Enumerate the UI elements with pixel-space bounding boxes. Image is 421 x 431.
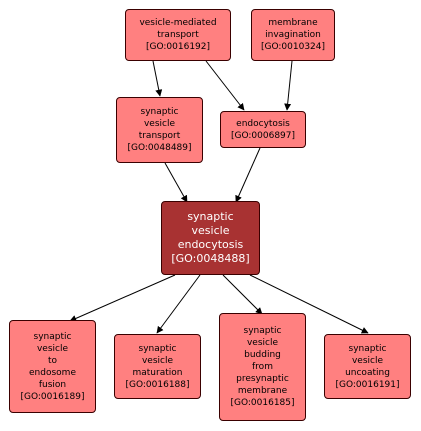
node-go-id: [GO:0016185] [230, 398, 295, 408]
node-label-line: membrane [237, 386, 288, 396]
node-synaptic-vesicle-to-endosome-fusion[interactable]: synaptic vesicle to endosome fusion [GO:… [9, 320, 96, 413]
node-label-line: endosome [29, 367, 76, 378]
node-label-line: transport [138, 131, 181, 141]
edge-synaptic-vesicle-endocytosis-to-maturation [156, 274, 201, 334]
node-label-line: maturation [132, 367, 183, 378]
node-label-line: presynaptic [236, 374, 289, 384]
edge-membrane-invagination-to-endocytosis [284, 60, 293, 111]
node-label-line: synaptic [138, 343, 177, 354]
node-label-line: vesicle [191, 224, 230, 237]
node-label-line: endocytosis [236, 118, 290, 129]
node-label-line: fusion [38, 379, 67, 390]
edge-synaptic-vesicle-endocytosis-to-budding [222, 274, 263, 315]
node-label-line: vesicle [36, 343, 69, 354]
node-go-id: [GO:0048488] [171, 252, 250, 265]
node-label-line: synaptic [243, 326, 282, 336]
node-label-line: transport [157, 30, 199, 40]
node-vesicle-mediated-transport[interactable]: vesicle-mediated transport [GO:0016192] [125, 9, 231, 61]
node-label-line: synaptic [187, 210, 234, 223]
node-label-line: vesicle-mediated [139, 18, 217, 28]
node-label-line: synaptic [140, 107, 179, 117]
node-label-line: vesicle [351, 355, 384, 366]
node-synaptic-vesicle-transport[interactable]: synaptic vesicle transport [GO:0048489] [116, 97, 203, 163]
edge-endocytosis-to-synaptic-vesicle-endocytosis [235, 147, 261, 203]
node-synaptic-vesicle-maturation[interactable]: synaptic vesicle maturation [GO:0016188] [114, 334, 201, 399]
node-go-id: [GO:0016192] [145, 42, 211, 52]
node-label-line: vesicle [141, 355, 174, 366]
node-label-line: synaptic [348, 343, 387, 354]
node-label-line: to [47, 355, 58, 366]
node-go-id: [GO:0006897] [230, 130, 296, 141]
node-synaptic-vesicle-endocytosis[interactable]: synaptic vesicle endocytosis [GO:0048488… [161, 201, 260, 275]
edge-synaptic-vesicle-endocytosis-to-uncoating [249, 274, 369, 334]
node-go-id: [GO:0016189] [20, 391, 85, 402]
node-label-line: vesicle [143, 119, 176, 129]
node-go-id: [GO:0016191] [335, 379, 400, 390]
node-synaptic-vesicle-uncoating[interactable]: synaptic vesicle uncoating [GO:0016191] [324, 334, 411, 399]
node-label-line: endocytosis [177, 238, 244, 251]
node-label-line: budding [244, 350, 281, 360]
edge-vesicle-mediated-transport-to-endocytosis [205, 60, 245, 111]
edge-synaptic-vesicle-endocytosis-to-endosome-fusion [69, 274, 176, 322]
node-endocytosis[interactable]: endocytosis [GO:0006897] [220, 111, 306, 148]
edge-vesicle-mediated-transport-to-synaptic-vesicle-transport [152, 60, 163, 97]
node-membrane-invagination[interactable]: membrane invagination [GO:0010324] [251, 9, 335, 61]
node-synaptic-vesicle-budding-from-presynaptic-membrane[interactable]: synaptic vesicle budding from presynapti… [219, 313, 306, 421]
node-label-line: membrane [268, 18, 318, 28]
node-label-line: from [252, 362, 273, 372]
node-go-id: [GO:0016188] [125, 379, 190, 390]
node-label-line: invagination [265, 30, 321, 40]
node-go-id: [GO:0048489] [127, 143, 192, 153]
node-label-line: vesicle [246, 338, 279, 348]
node-go-id: [GO:0010324] [260, 42, 326, 52]
edge-synaptic-vesicle-transport-to-synaptic-vesicle-endocytosis [164, 162, 188, 203]
node-label-line: synaptic [33, 331, 72, 342]
node-label-line: uncoating [345, 367, 390, 378]
